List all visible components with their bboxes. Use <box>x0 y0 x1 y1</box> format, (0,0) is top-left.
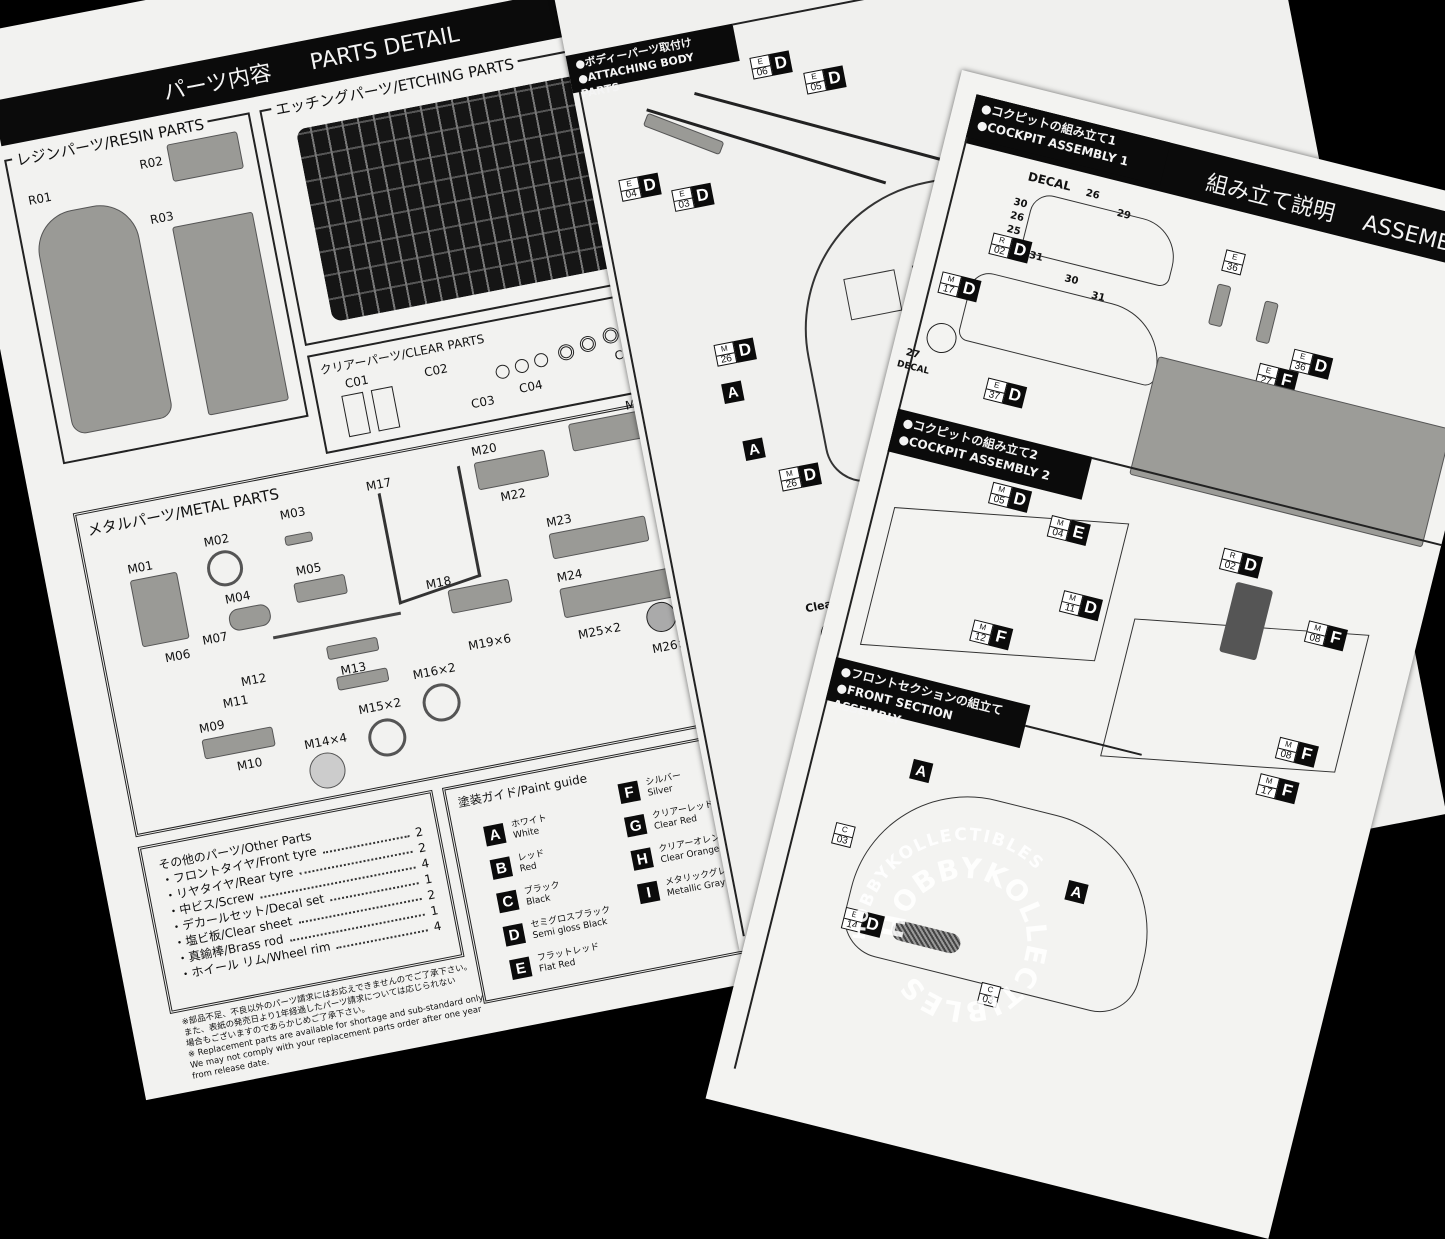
assembly-title-en: ASSEMBLY <box>1360 210 1445 263</box>
lens-part <box>556 342 576 362</box>
decal-number: 30 <box>1063 273 1080 288</box>
section-frame-top <box>732 0 1263 26</box>
part-label: M16×2 <box>411 660 457 683</box>
part-label: M12 <box>239 670 268 690</box>
decal-number: 26 <box>1008 210 1026 225</box>
front-car-outline <box>835 770 1174 1021</box>
lens-part <box>601 326 621 345</box>
clear-window-part <box>370 386 401 432</box>
metal-part <box>325 636 380 661</box>
rollbar-part <box>377 465 482 605</box>
part-label: M19×6 <box>467 631 513 654</box>
dashboard-outline <box>956 268 1171 388</box>
dashboard-decal-outline <box>1019 191 1183 289</box>
part-label: M15×2 <box>357 695 403 718</box>
part-label: M02 <box>202 531 231 550</box>
wheel-part <box>306 749 349 792</box>
decal-number: 27 <box>904 347 921 362</box>
part-label: M11 <box>221 692 250 712</box>
body-shell-part <box>31 198 175 436</box>
part-label: M25×2 <box>576 620 623 643</box>
part-label: M20 <box>470 440 498 460</box>
lens-part <box>494 363 511 380</box>
paint-mark-a: A <box>721 380 745 405</box>
rod-part <box>272 611 402 640</box>
part-label: M23 <box>545 511 573 531</box>
part-label: M04 <box>223 588 252 607</box>
part-label: C04 <box>517 377 544 396</box>
metal-parts-header: メタルパーツ/METAL PARTS <box>85 484 281 540</box>
clear-window-part <box>341 391 371 438</box>
decal-label: DECAL <box>895 359 931 377</box>
part-label: M22 <box>499 485 528 505</box>
part-label: C02 <box>423 361 449 380</box>
bracket-part <box>1255 300 1279 345</box>
seat-part <box>129 571 190 648</box>
part-label: M10 <box>235 754 264 774</box>
part-label: C03 <box>469 392 496 412</box>
wheel-part <box>365 715 410 760</box>
part-label: M06 <box>163 646 192 666</box>
part-label: M07 <box>201 629 229 648</box>
part-label: M05 <box>294 560 323 579</box>
steering-wheel-drawing <box>923 319 960 357</box>
decal-label: DECAL <box>1026 169 1073 194</box>
assembly-title-jp: 組み立て説明 <box>1203 170 1338 227</box>
metal-part <box>567 410 644 452</box>
paint-mark-a: A <box>909 758 934 784</box>
metal-part <box>284 531 314 547</box>
resin-parts-box: レジンパーツ/RESIN PARTS R01 R02 R03 <box>4 112 309 465</box>
decal-number: 30 <box>1012 196 1029 211</box>
part-label: M09 <box>197 717 226 737</box>
decal-number: 26 <box>1084 187 1101 202</box>
front-section-assembly-header: ●フロントセクションの組立て ●FRONT SECTION ASSEMBLY <box>825 657 1031 749</box>
attaching-body-parts-header: ●ボディーパーツ取付け ●ATTACHING BODY PARTS <box>565 23 740 101</box>
part-label: R03 <box>148 208 175 228</box>
part-label: M14×4 <box>302 730 349 753</box>
part-label: C01 <box>343 372 370 391</box>
parts-detail-title-jp: パーツ内容 <box>161 60 274 107</box>
part-label: M03 <box>278 504 307 523</box>
part-label: R01 <box>27 189 53 208</box>
lens-part <box>513 357 531 375</box>
metal-part <box>227 602 273 633</box>
part-label: M24 <box>555 566 584 586</box>
paint-mark-a: A <box>742 437 766 461</box>
part-label: R02 <box>138 153 165 173</box>
lens-part <box>578 334 598 354</box>
resin-part <box>171 211 290 416</box>
steering-wheel-part <box>203 547 247 590</box>
wheel-part <box>419 680 464 725</box>
metal-part <box>293 573 349 604</box>
cockpit-assembly-2-header: ●コクピットの組み立て2 ●COCKPIT ASSEMBLY 2 <box>887 408 1093 500</box>
bracket-part <box>1207 283 1232 328</box>
body-rail <box>646 108 887 185</box>
body-rail <box>694 92 946 163</box>
part-label: M01 <box>126 558 155 577</box>
lens-part <box>532 351 550 369</box>
